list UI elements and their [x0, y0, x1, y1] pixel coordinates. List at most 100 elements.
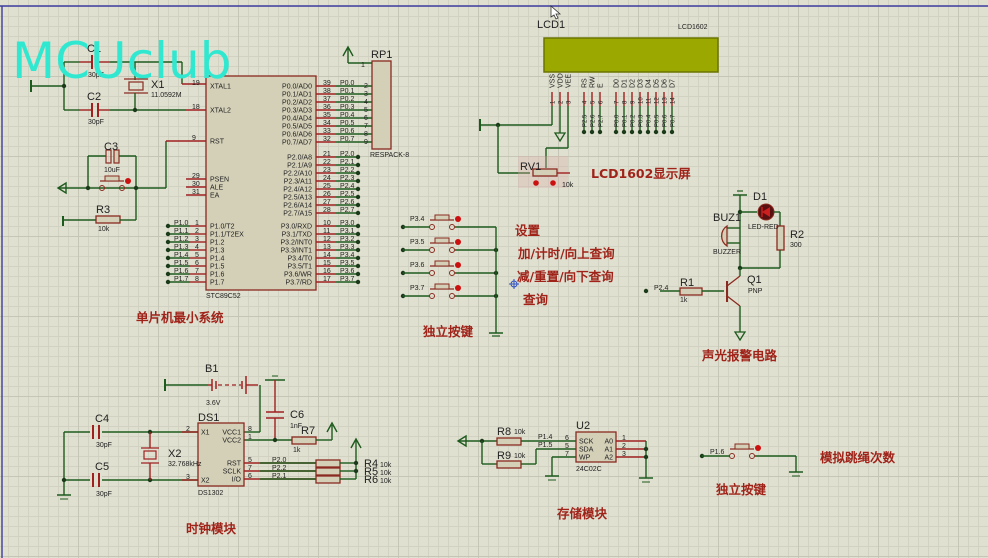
ds1-part: DS1302: [198, 490, 223, 497]
mcu-pin-num: 4: [195, 244, 199, 251]
mcu-pin-num: 13: [323, 244, 331, 251]
rp1-pin-num: 3: [364, 91, 368, 98]
x2-ref: X2: [168, 448, 181, 460]
lcd-net-label: P2.5: [583, 114, 589, 127]
mcu-pin-name: P1.1/T2EX: [210, 232, 244, 239]
mcu-chip[interactable]: [205, 75, 317, 291]
lcd-contrast-circuit[interactable]: [479, 106, 570, 188]
ds1302-pin-name: X2: [201, 478, 210, 485]
lcd-pin-name: D1: [622, 79, 629, 88]
key-group[interactable]: P3.4P3.5P3.6P3.7: [400, 214, 499, 299]
mcu-pin-num: 34: [323, 120, 331, 127]
power-arrow-icon: [56, 181, 67, 195]
mcu-net-label: P0.0: [340, 80, 355, 87]
section-alarm-circuit: 声光报警电路: [701, 348, 778, 363]
section-independent-keys: 独立按键: [422, 324, 474, 339]
mcu-pin-name: P2.0/A8: [287, 155, 312, 162]
mcu-pin-name: P2.6/A14: [283, 203, 312, 210]
lcd-pin-num: 1: [551, 100, 557, 104]
24c02-chip[interactable]: [575, 431, 617, 463]
ds1-ref: DS1: [198, 412, 219, 424]
lcd-pin-num: 7: [615, 100, 621, 104]
alarm-circuit[interactable]: [660, 190, 785, 342]
mcu-net-label: P3.0: [340, 220, 355, 227]
x1-value: 11.0592M: [151, 92, 182, 99]
mcu-pin-name: ALE: [210, 185, 224, 192]
crystal-circuit[interactable]: [30, 55, 206, 117]
ds1302-pin-num: 6: [248, 473, 252, 480]
c4-ref: C4: [95, 413, 109, 425]
mcu-pin-name: P2.3/A11: [284, 179, 312, 186]
mcu-net-label: P2.7: [340, 207, 355, 214]
mcu-pin-name: XTAL1: [210, 84, 231, 91]
mcu-net-label: P3.5: [340, 260, 355, 267]
r3-ref: R3: [96, 204, 110, 216]
rp1-pin-num: 5: [364, 107, 368, 114]
lcd-net-label: P0.2: [631, 114, 637, 127]
reset-circuit[interactable]: [56, 140, 206, 226]
mcu-pin-name: P3.3/INT1: [280, 248, 312, 255]
mcu-pin-name: P1.6: [210, 272, 225, 279]
ds1302-pin-name: X1: [201, 430, 210, 437]
mcu-net-label: P0.3: [340, 104, 355, 111]
u2-pin-num: 2: [622, 443, 626, 450]
lcd-net-label: P2.7: [599, 114, 605, 127]
mcu-net-label: P3.3: [340, 244, 355, 251]
c5-value: 30pF: [96, 491, 112, 498]
lcd-net-label: P0.6: [663, 114, 669, 127]
mcu-pin-name: RST: [210, 139, 225, 146]
crosshair-cursor-icon: [509, 279, 519, 289]
r7-ref: R7: [301, 425, 315, 437]
mcu-pin-num: 19: [192, 80, 200, 87]
rp1-respack[interactable]: [371, 60, 392, 150]
r7-value: 1k: [293, 447, 301, 454]
mcu-pin-num: 23: [323, 167, 331, 174]
mcu-pin-name: P0.2/AD2: [282, 100, 312, 107]
lcd-pin-num: 6: [599, 100, 605, 104]
eeprom-circuit[interactable]: [456, 431, 653, 483]
clock-circuit[interactable]: [57, 375, 362, 500]
mcu-pin-name: P0.7/AD7: [282, 140, 312, 147]
mcu-pin-name: P1.5: [210, 264, 225, 271]
lcd-part: LCD1602: [678, 24, 708, 31]
mcu-pin-name: P3.6/WR: [284, 272, 312, 279]
section-storage-module: 存储模块: [556, 506, 608, 521]
mcu-net-label: P1.2: [174, 236, 189, 243]
ds1302-chip[interactable]: [197, 422, 245, 487]
mcu-net-label: P2.0: [340, 151, 355, 158]
key-function-1: 设置: [515, 223, 541, 238]
mcu-pin-name: P0.3/AD3: [282, 108, 312, 115]
c1-value: 30pF: [88, 72, 104, 79]
mcu-net-label: P1.4: [174, 252, 189, 259]
lcd-pin-num: 11: [647, 97, 653, 104]
key-function-2: 加/计时/向上查询: [517, 246, 615, 261]
r5-value: 10k: [380, 470, 392, 477]
u2-net-label: P1.5: [538, 442, 553, 449]
mcu-pin-num: 18: [192, 104, 200, 111]
r6-value: 10k: [380, 478, 392, 485]
lcd-screen[interactable]: [543, 37, 719, 73]
mcu-part: STC89C52: [206, 293, 241, 300]
lcd-net-label: P0.5: [655, 114, 661, 127]
rope-counter-key[interactable]: [699, 443, 803, 477]
r3-value: 10k: [98, 226, 110, 233]
mcu-pin-name: P2.1/A9: [287, 163, 312, 170]
section-lcd-display: LCD1602显示屏: [591, 166, 691, 181]
rp1-pin-num: 8: [364, 131, 368, 138]
mcu-net-label: P1.5: [174, 260, 189, 267]
rv1-ref: RV1: [520, 161, 541, 173]
mcu-pin-num: 14: [323, 252, 331, 259]
lcd-pin-name: D7: [670, 79, 677, 88]
lcd-pins: VSS1VDD2VEE3RS4P2.5RW5P2.6E6P2.7D07P0.0D…: [550, 73, 677, 135]
mcu-pin-num: 37: [323, 96, 331, 103]
lcd-ref: LCD1: [537, 19, 565, 31]
r6-ref: R6: [364, 474, 378, 486]
mcu-pin-num: 38: [323, 88, 331, 95]
lcd-pin-name: D2: [630, 79, 637, 88]
mcu-pin-num: 10: [323, 220, 331, 227]
mcu-pin-name: P0.6/AD6: [282, 132, 312, 139]
section-rope-count: 模拟跳绳次数: [820, 450, 896, 465]
c6-ref: C6: [290, 409, 304, 421]
u2-pin-num: 6: [565, 435, 569, 442]
